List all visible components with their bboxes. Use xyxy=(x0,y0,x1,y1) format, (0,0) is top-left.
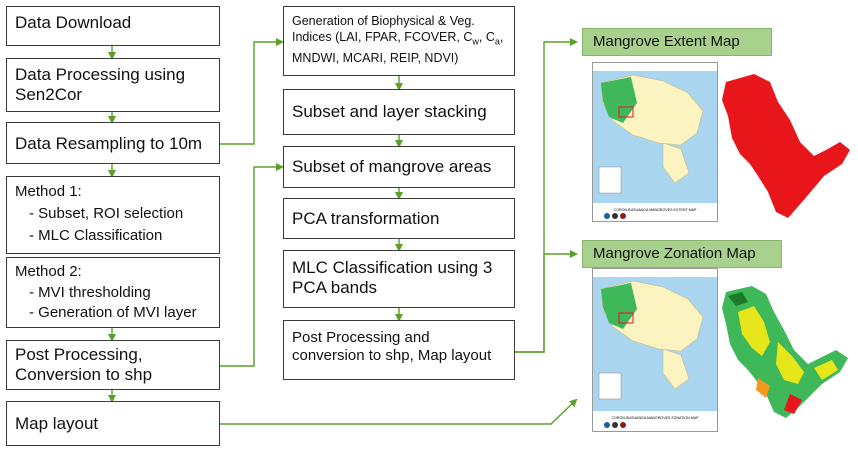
data-download-box: Data Download xyxy=(6,6,220,46)
indices-box: Generation of Biophysical & Veg. Indices… xyxy=(283,6,515,76)
extent-map-thumbnail: CORON-BUSUANGA MANGROVES EXTENT MAP xyxy=(592,62,718,222)
method2-box: Method 2: - MVI thresholding - Generatio… xyxy=(6,257,220,328)
data-processing-box: Data Processing using Sen2Cor xyxy=(6,58,220,112)
data-processing-label: Data Processing using Sen2Cor xyxy=(15,65,186,104)
zonation-map-figure: CORON-BUSUANGA MANGROVES ZONATION MAP xyxy=(593,269,717,431)
data-download-label: Data Download xyxy=(15,13,132,32)
post-conv-box: Post Processing and conversion to shp, M… xyxy=(283,320,515,380)
post-conv-label: Post Processing and conversion to shp, M… xyxy=(292,329,492,364)
link-to-zonation xyxy=(515,250,578,353)
pca-label: PCA transformation xyxy=(292,209,440,228)
method2-item: - Generation of MVI layer xyxy=(29,304,197,321)
post-processing-label: Post Processing, Conversion to shp xyxy=(15,345,153,384)
post-processing-box: Post Processing, Conversion to shp xyxy=(6,340,220,390)
link-to-extent xyxy=(515,38,578,353)
method1-title: Method 1: xyxy=(15,183,82,200)
map-layout-label: Map layout xyxy=(15,414,99,433)
subset-stack-label: Subset and layer stacking xyxy=(292,102,487,121)
data-resampling-box: Data Resampling to 10m xyxy=(6,122,220,164)
link-resampling-indices xyxy=(220,38,284,145)
zonation-shape xyxy=(722,286,848,418)
method1-item: - MLC Classification xyxy=(29,227,163,244)
subset-mangrove-box: Subset of mangrove areas xyxy=(283,146,515,188)
extent-map-figure: CORON-BUSUANGA MANGROVES EXTENT MAP xyxy=(593,63,717,221)
map-layout-box: Map layout xyxy=(6,401,220,446)
method2-item: - MVI thresholding xyxy=(29,284,151,301)
method1-item: - Subset, ROI selection xyxy=(29,205,184,222)
zonation-map-label: Mangrove Zonation Map xyxy=(582,240,782,268)
mlc-label: MLC Classification using 3 PCA bands xyxy=(292,258,493,297)
link-maplayout-zonation xyxy=(220,398,578,425)
mlc-box: MLC Classification using 3 PCA bands xyxy=(283,250,515,308)
data-resampling-label: Data Resampling to 10m xyxy=(15,134,203,153)
indices-label: Generation of Biophysical & Veg. Indices… xyxy=(292,14,504,65)
zonation-map-caption: CORON-BUSUANGA MANGROVES ZONATION MAP xyxy=(612,416,700,420)
extent-map-caption: CORON-BUSUANGA MANGROVES EXTENT MAP xyxy=(614,208,697,212)
link-post-subset xyxy=(220,163,284,367)
pca-box: PCA transformation xyxy=(283,198,515,239)
extent-shape xyxy=(722,74,850,218)
zonation-map-thumbnail: CORON-BUSUANGA MANGROVES ZONATION MAP xyxy=(592,268,718,432)
subset-stack-box: Subset and layer stacking xyxy=(283,89,515,135)
extent-map-label: Mangrove Extent Map xyxy=(582,28,772,56)
method2-title: Method 2: xyxy=(15,263,82,280)
method1-box: Method 1: - Subset, ROI selection - MLC … xyxy=(6,176,220,254)
subset-mangrove-label: Subset of mangrove areas xyxy=(292,157,492,176)
